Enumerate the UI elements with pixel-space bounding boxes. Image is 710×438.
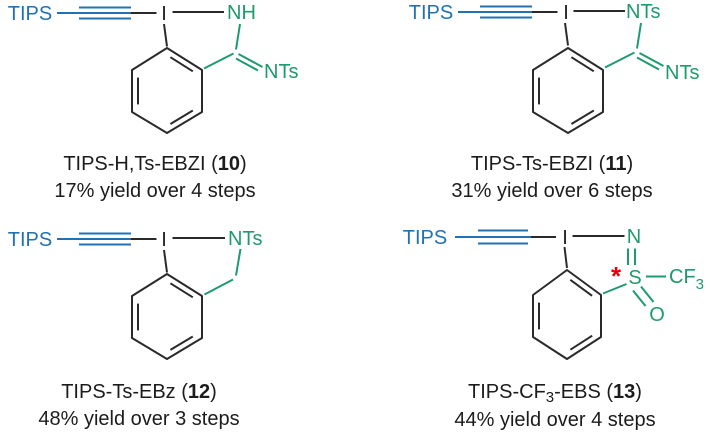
compound-number: 13 [613,381,636,403]
compound-number: 12 [187,381,211,403]
imine-nts-label: NTs [264,61,298,83]
iodine-bonds [532,10,625,46]
name-text: TIPS-Ts-EBz ( [61,381,188,403]
name-text: TIPS-H,Ts-EBZI ( [63,153,218,175]
iodine-label: I [563,2,569,24]
compound-number: 11 [605,153,627,175]
tips-alkyne-bonds [57,232,131,246]
sulfur-label: S [628,267,641,289]
name-text: TIPS-CF [468,381,546,403]
name-text: ) [210,381,217,403]
cf3-main: CF [669,266,696,288]
ring-nh-label: NH [227,2,256,24]
nitrogen-label: N [627,226,641,248]
methylene-bonds [204,248,242,296]
compound-name: TIPS-Ts-EBz (12) [0,379,278,406]
compound-name: TIPS-H,Ts-EBZI (10) [5,151,305,178]
ring-nts-label: NTs [626,1,660,23]
structure-13: TIPS I N S * O CF3 [403,226,704,360]
iodine-bonds [131,11,224,47]
name-text: ) [626,153,634,175]
amidine-bonds [203,23,263,72]
name-text: ) [635,381,642,403]
iodine-label: I [161,229,167,251]
compound-name: TIPS-Ts-EBZI (11) [402,151,702,178]
oxygen-label: O [649,304,665,326]
tips-label: TIPS [8,3,52,25]
compound-yield: 48% yield over 3 steps [38,408,240,430]
compound-yield: 17% yield over 4 steps [54,180,256,202]
sulfoximine-bonds [602,248,666,307]
imine-nts-label: NTs [665,62,699,84]
compound-yield: 31% yield over 6 steps [451,180,653,202]
benzene-ring [131,47,203,134]
compound-name: TIPS-CF3-EBS (13) [405,379,705,407]
structure-11: TIPS I NTs NTs [409,1,699,134]
caption-compound-11: TIPS-Ts-EBZI (11) 31% yield over 6 steps [402,151,702,205]
iodine-label: I [161,3,167,25]
benzene-ring [131,273,203,360]
tips-alkyne-bonds [458,5,532,19]
name-text: ) [240,153,247,175]
iodine-bonds [531,235,625,269]
structure-10: TIPS I NH NTs [8,2,298,134]
name-subscript: 3 [545,389,555,406]
tips-label: TIPS [8,229,52,251]
name-text: -EBS ( [554,381,614,403]
caption-compound-12: TIPS-Ts-EBz (12) 48% yield over 3 steps [0,379,278,433]
stereocenter-asterisk: * [611,261,622,291]
name-text: TIPS-Ts-EBZI ( [470,153,606,175]
caption-compound-13: TIPS-CF3-EBS (13) 44% yield over 4 steps [405,379,705,434]
iodine-bonds [131,237,225,273]
benzene-ring [532,269,602,360]
tips-alkyne-bonds [57,6,131,20]
iodine-label: I [562,227,568,249]
tips-alkyne-bonds [455,229,531,245]
caption-compound-10: TIPS-H,Ts-EBZI (10) 17% yield over 4 ste… [5,151,305,205]
structure-12: TIPS I NTs [8,228,262,360]
benzene-ring [532,47,604,134]
compound-number: 10 [217,153,241,175]
cf3-subscript: 3 [696,276,704,293]
compound-yield: 44% yield over 4 steps [454,409,656,431]
cf3-label: CF3 [669,266,704,293]
tips-label: TIPS [409,2,453,24]
ring-nts-label: NTs [228,228,262,250]
amidine-bonds [604,22,664,71]
tips-label: TIPS [403,227,447,249]
